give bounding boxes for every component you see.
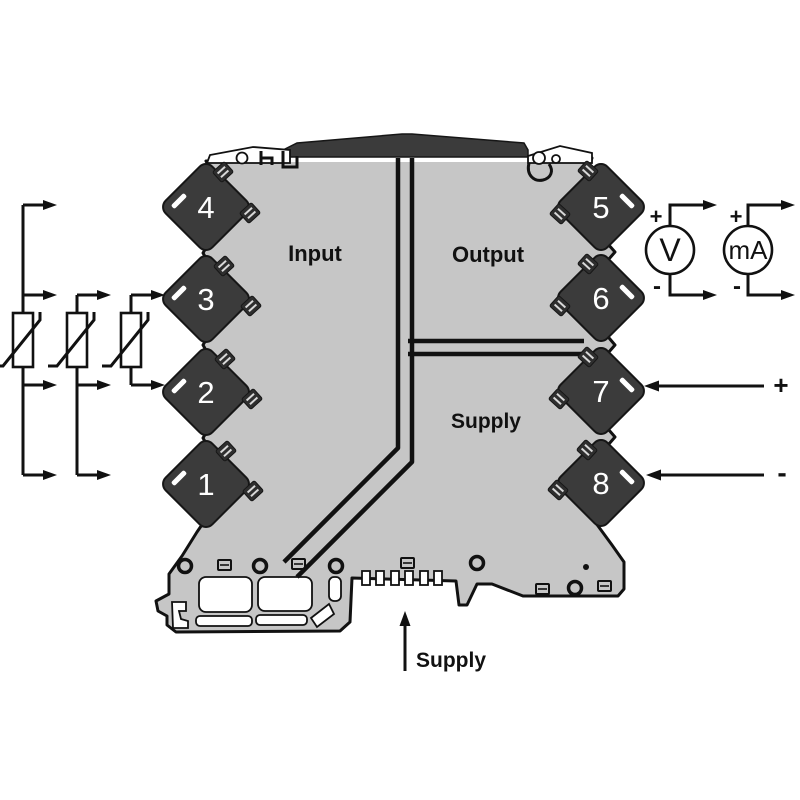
clip-icon	[400, 557, 415, 569]
cap-seam	[283, 156, 528, 162]
screw-icon	[566, 579, 584, 597]
terminal-block-8: 8	[557, 439, 645, 527]
foot-slat-cutout	[255, 614, 308, 626]
terminal-blocks: 4 3 2 1 5 6 7	[162, 159, 645, 528]
foot-angled-cutout	[309, 602, 336, 629]
clip-icon	[597, 580, 612, 592]
terminal-block-7: 7	[557, 347, 645, 435]
input-region-label: Input	[288, 241, 342, 266]
voltmeter-icon: V + -	[644, 200, 717, 300]
terminal-number: 8	[592, 466, 609, 501]
clip-icon	[291, 558, 306, 570]
supply-minus-label: -	[777, 457, 786, 488]
foot-cutout	[198, 576, 253, 613]
supply-plus-label: +	[773, 370, 788, 400]
screw-slot-icon	[171, 378, 187, 394]
voltmeter-minus: -	[653, 273, 661, 300]
latch-pin-icon	[532, 151, 546, 165]
foot-cutout	[257, 576, 313, 612]
screw-icon	[251, 557, 269, 575]
latch-pin-icon	[235, 151, 249, 165]
terminal-block-5: 5	[557, 163, 645, 251]
terminal-block-1: 1	[162, 440, 250, 528]
latch-pin-icon	[551, 154, 561, 164]
bottom-hardware	[176, 554, 612, 597]
module-housing	[154, 133, 626, 634]
screw-slot-icon	[171, 470, 187, 486]
top-cap	[282, 133, 529, 158]
supply-minus-wire: -	[646, 457, 787, 488]
foot-hook-cutout	[171, 601, 189, 629]
screw-slot-icon	[619, 193, 635, 209]
supply-arrow: Supply	[399, 611, 486, 672]
terminal-number: 6	[592, 281, 609, 316]
milliammeter-label: mA	[729, 235, 769, 265]
clip-icon	[217, 559, 232, 571]
bus-comb-icon	[361, 570, 443, 586]
terminal-number: 1	[197, 467, 214, 502]
voltmeter-label: V	[659, 232, 681, 268]
terminal-block-2: 2	[162, 348, 250, 436]
milliammeter-icon: mA + -	[722, 200, 795, 300]
screw-slot-icon	[619, 284, 635, 300]
supply-plus-wire: +	[644, 370, 789, 400]
top-left-latch	[205, 146, 299, 169]
rtd-sensor-icon	[102, 290, 165, 390]
terminal-number: 5	[592, 190, 609, 225]
supply-region-label: Supply	[451, 410, 521, 433]
supply-bottom-label: Supply	[416, 649, 486, 672]
pin-dot-icon	[583, 564, 589, 570]
screw-icon	[327, 557, 345, 575]
din-rail-foot	[171, 576, 342, 629]
latch-hook-icon	[259, 151, 299, 169]
screw-slot-icon	[171, 285, 187, 301]
voltmeter-plus: +	[650, 204, 663, 229]
screw-slot-icon	[619, 377, 635, 393]
terminal-block-6: 6	[557, 254, 645, 342]
terminal-block-3: 3	[162, 255, 250, 343]
screw-icon	[176, 557, 194, 575]
top-right-latch	[526, 145, 593, 182]
milliammeter-plus: +	[730, 204, 743, 229]
foot-slat-cutout	[195, 615, 253, 627]
latch-hook-icon	[526, 162, 553, 182]
output-region-label: Output	[452, 242, 525, 267]
output-wiring: V + - mA + - + -	[644, 200, 795, 488]
rtd-sensor-icon	[48, 290, 111, 480]
terminal-number: 2	[197, 375, 214, 410]
terminal-number: 7	[592, 374, 609, 409]
foot-slot-cutout	[328, 576, 342, 602]
screw-icon	[468, 554, 486, 572]
rtd-sensor-icon	[0, 200, 57, 480]
milliammeter-minus: -	[733, 273, 741, 300]
terminal-block-4: 4	[162, 163, 250, 251]
terminal-number: 3	[197, 282, 214, 317]
screw-slot-icon	[619, 469, 635, 485]
clip-icon	[535, 583, 550, 595]
input-wiring	[0, 200, 165, 480]
terminal-number: 4	[197, 190, 214, 225]
screw-slot-icon	[171, 193, 187, 209]
isolation-barrier	[282, 158, 584, 579]
